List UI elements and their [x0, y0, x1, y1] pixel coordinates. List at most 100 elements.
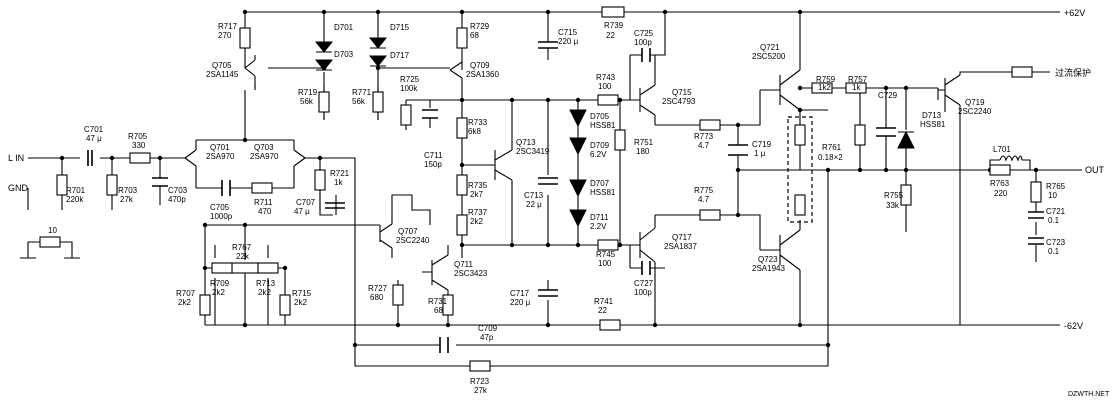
q705-ref: Q705 — [212, 61, 232, 70]
c701-val: 47 μ — [86, 134, 102, 143]
q719-ref: Q719 — [965, 98, 985, 107]
watermark: DZWTH.NET — [1068, 391, 1110, 398]
r771-ref: R771 — [352, 88, 372, 97]
r713-val: 2k2 — [258, 288, 271, 297]
c723-val: 0.1 — [1048, 247, 1060, 256]
resistor-r735 — [456, 174, 468, 196]
r731-ref: R731 — [428, 297, 448, 306]
resistor-r701 — [56, 174, 68, 196]
resistor-10ohm — [39, 236, 61, 248]
resistor-r759 — [811, 82, 833, 94]
r701-val: 220k — [66, 195, 84, 204]
resistor-r709 — [211, 262, 233, 274]
diode-d701 — [314, 41, 334, 53]
c729-ref: C729 — [878, 91, 898, 100]
d709-ref: D709 — [590, 141, 610, 150]
d709-val: 6.2V — [590, 150, 607, 159]
q721-ref: Q721 — [760, 43, 780, 52]
r775-ref: R775 — [694, 186, 714, 195]
r715-val: 2k2 — [294, 298, 307, 307]
r717-val: 270 — [218, 31, 232, 40]
junction-dots — [59, 9, 1039, 348]
d715-ref: D715 — [390, 23, 410, 32]
c713-val: 22 μ — [526, 200, 542, 209]
resistor-r741 — [599, 319, 621, 331]
capacitor-c715 — [538, 41, 558, 49]
r725-val: 100k — [400, 84, 418, 93]
r759-ref: R759 — [816, 75, 836, 84]
d711-ref: D711 — [590, 213, 609, 222]
r703-val: 27k — [120, 195, 134, 204]
c701-ref: C701 — [84, 125, 104, 134]
resistor-r757 — [845, 82, 867, 94]
resistor-r707 — [199, 294, 211, 316]
q713-ref: Q713 — [516, 138, 536, 147]
capacitor-c705 — [221, 180, 231, 196]
resistor-r719 — [318, 91, 330, 113]
r713-ref: R713 — [256, 279, 276, 288]
capacitor-c701 — [87, 150, 93, 166]
diode-d703 — [314, 59, 334, 71]
q707-ref: Q707 — [398, 227, 418, 236]
q719-val: 2SC2240 — [958, 107, 992, 116]
capacitor-c709 — [439, 337, 449, 353]
resistor-r755 — [900, 184, 912, 206]
q713-val: 2SC3419 — [516, 147, 550, 156]
r709-ref: R709 — [210, 279, 230, 288]
resistor-r723 — [469, 360, 491, 372]
r761-val: 0.18×2 — [818, 153, 843, 162]
q723-val: 2SA1943 — [752, 264, 785, 273]
l701-ref: L701 — [993, 145, 1011, 154]
capacitor-c727 — [641, 261, 651, 275]
q715-val: 2SC4793 — [662, 97, 696, 106]
r739-ref: R739 — [604, 21, 624, 30]
r743-ref: R743 — [596, 73, 616, 82]
r767-ref: R767 — [232, 243, 252, 252]
q701-val: 2SA970 — [206, 152, 235, 161]
resistor-r733 — [456, 117, 468, 139]
r759-val: 1k2 — [818, 83, 831, 92]
diode-d717 — [368, 55, 388, 67]
diode-d713 — [897, 130, 915, 149]
resistor-r715 — [279, 294, 291, 316]
c719-val: 1 μ — [754, 149, 766, 158]
c707-ref: C707 — [296, 198, 316, 207]
r767-val: 22k — [236, 252, 250, 261]
d705-val: HSS81 — [590, 121, 616, 130]
r703-ref: R703 — [118, 186, 138, 195]
r757-ref: R757 — [848, 75, 868, 84]
r719-val: 56k — [300, 97, 314, 106]
emitter-resistor-box — [787, 116, 813, 223]
gnd-label: GND — [8, 183, 29, 193]
q709-ref: Q709 — [470, 61, 490, 70]
capacitor-c721 — [1028, 211, 1044, 219]
r755-val: 33k — [886, 201, 900, 210]
d705-ref: D705 — [590, 112, 610, 121]
capacitor-c723 — [1028, 237, 1044, 245]
diode-d715 — [368, 37, 388, 49]
r727-val: 680 — [370, 293, 384, 302]
r723-ref: R723 — [470, 377, 490, 386]
labels: +62V -62V L IN GND OUT 过流保护 DZWTH.NET R7… — [8, 8, 1110, 398]
resistor-r727 — [392, 284, 404, 306]
c715-ref: C715 — [558, 28, 578, 37]
q703-val: 2SA970 — [250, 152, 279, 161]
resistor-r775 — [699, 209, 721, 221]
q707-val: 2SC2240 — [396, 236, 430, 245]
capacitor-c703 — [152, 177, 168, 187]
output-label: OUT — [1085, 165, 1105, 175]
r711-ref: R711 — [254, 198, 273, 207]
d707-val: HSS81 — [590, 188, 616, 197]
r733-val: 6k8 — [468, 127, 481, 136]
q715-ref: Q715 — [672, 88, 692, 97]
rail-neg-label: -62V — [1064, 321, 1083, 331]
c717-ref: C717 — [510, 289, 530, 298]
r741-val: 22 — [598, 306, 607, 315]
capacitor-c729 — [876, 127, 896, 137]
resistor-r713 — [257, 262, 279, 274]
r743-val: 100 — [598, 82, 612, 91]
capacitor-c707 — [325, 202, 345, 209]
r715-ref: R715 — [292, 289, 312, 298]
r701-ref: R701 — [66, 186, 86, 195]
